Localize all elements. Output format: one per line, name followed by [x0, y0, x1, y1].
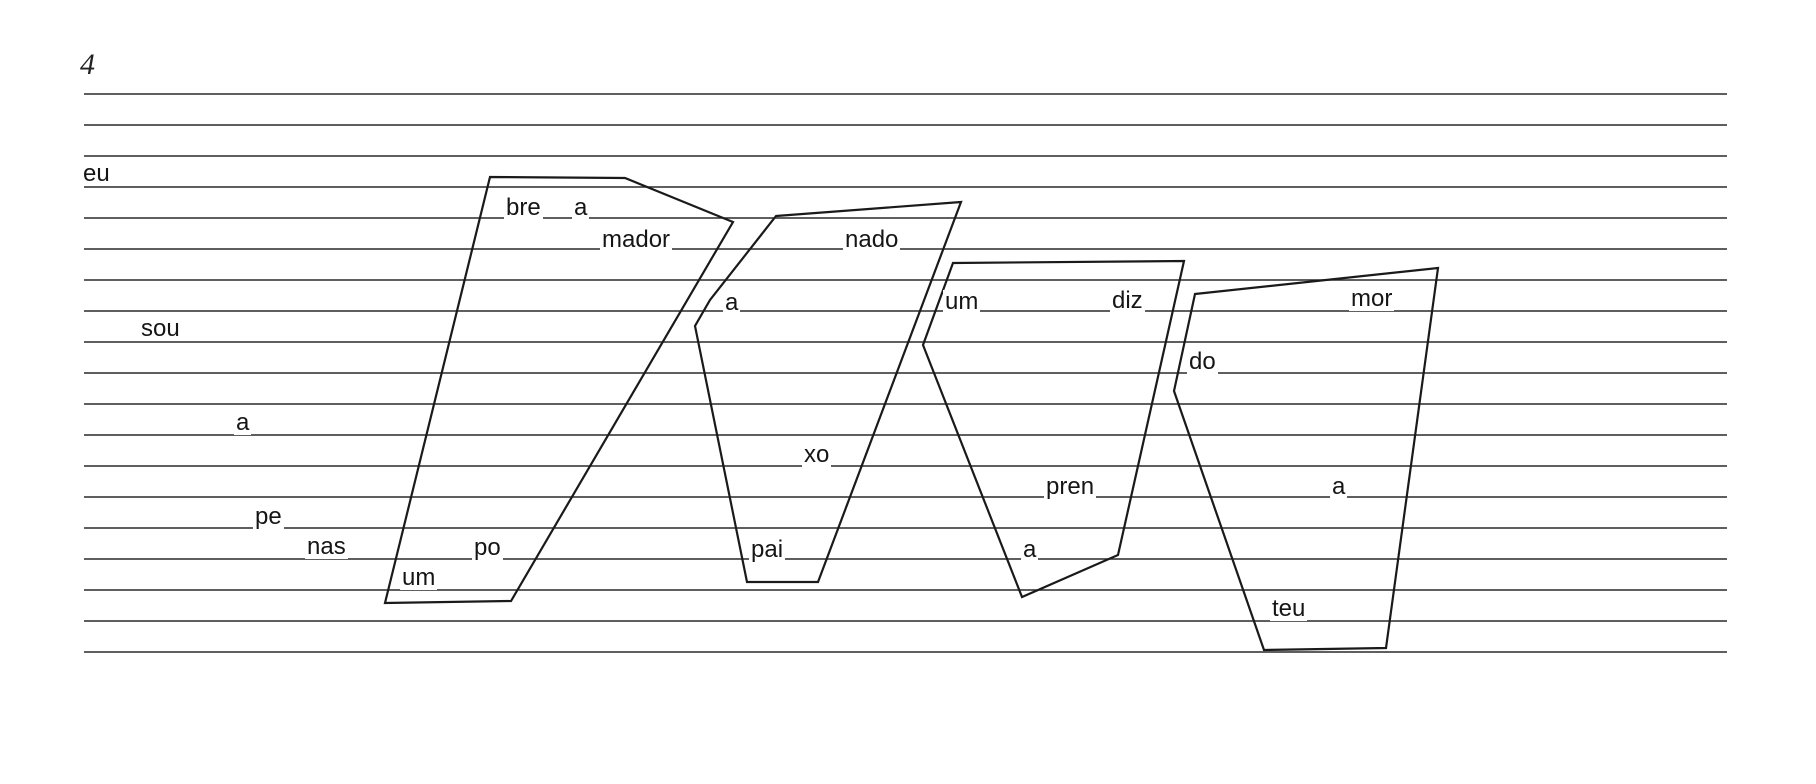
polygon-1-outline [383, 175, 735, 605]
word-po: po [472, 534, 503, 561]
word-pai: pai [749, 536, 786, 563]
word-mor: mor [1349, 285, 1395, 312]
word-sou: sou [139, 315, 182, 342]
word-a-3: a [723, 289, 741, 316]
word-a-2: a [572, 194, 590, 221]
word-pe: pe [253, 503, 284, 530]
word-xo: xo [802, 441, 832, 468]
word-do: do [1187, 348, 1218, 375]
word-a-4: a [1021, 536, 1039, 563]
word-diz: diz [1110, 287, 1145, 314]
word-a-5: a [1330, 473, 1348, 500]
polygon-group [383, 175, 1440, 652]
word-teu: teu [1270, 595, 1308, 622]
word-a-1: a [234, 409, 252, 436]
word-nado: nado [843, 226, 901, 253]
word-um-2: um [943, 288, 981, 315]
word-bre: bre [504, 194, 543, 221]
rule-group [84, 93, 1727, 653]
word-nas: nas [305, 533, 348, 560]
word-pren: pren [1044, 473, 1097, 500]
word-mador: mador [600, 226, 673, 253]
polygon-4-outline [1172, 266, 1440, 652]
page-number: 4 [80, 48, 95, 81]
word-eu: eu [81, 160, 112, 187]
polygon-2-outline [693, 200, 963, 584]
polygon-3-outline [921, 259, 1186, 599]
word-um-1: um [400, 564, 438, 591]
